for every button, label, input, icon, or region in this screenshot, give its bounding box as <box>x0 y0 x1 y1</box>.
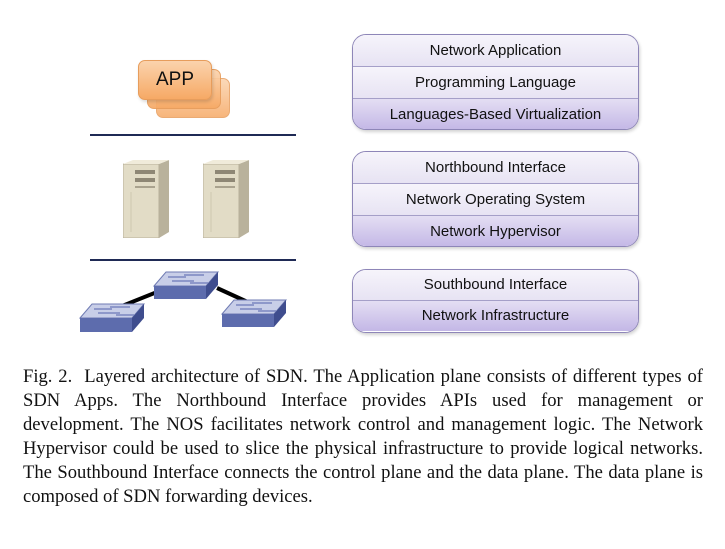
layer-programming-language: Programming Language <box>353 66 638 98</box>
app-label: APP <box>155 69 195 90</box>
figure-caption: Fig. 2.Layered architecture of SDN. The … <box>23 365 703 509</box>
server-icon <box>123 160 169 238</box>
layer-network-application: Network Application <box>353 35 638 66</box>
layer-network-infrastructure: Network Infrastructure <box>353 300 638 331</box>
layer-network-operating-system: Network Operating System <box>353 183 638 215</box>
control-plane-stack: Northbound Interface Network Operating S… <box>352 151 639 247</box>
figure-label: Fig. 2. <box>23 366 73 387</box>
application-control-divider <box>90 134 296 136</box>
server-icon <box>203 160 249 238</box>
layer-languages-based-virtualization: Languages-Based Virtualization <box>353 98 638 129</box>
application-plane-stack: Network Application Programming Language… <box>352 34 639 130</box>
app-stack-icon: APP <box>138 60 238 120</box>
layer-southbound-interface: Southbound Interface <box>353 270 638 300</box>
sdn-architecture-figure: APP <box>78 34 639 333</box>
switch-icon <box>78 303 146 332</box>
network-switches-icon <box>78 271 288 332</box>
data-plane-stack: Southbound Interface Network Infrastruct… <box>352 269 639 333</box>
app-card-front: APP <box>138 60 212 100</box>
switch-icon <box>152 271 220 299</box>
control-data-divider <box>90 259 296 261</box>
layer-northbound-interface: Northbound Interface <box>353 152 638 183</box>
layer-network-hypervisor: Network Hypervisor <box>353 215 638 246</box>
figure-caption-text: Layered architecture of SDN. The Applica… <box>23 366 703 507</box>
switch-icon <box>220 299 288 327</box>
